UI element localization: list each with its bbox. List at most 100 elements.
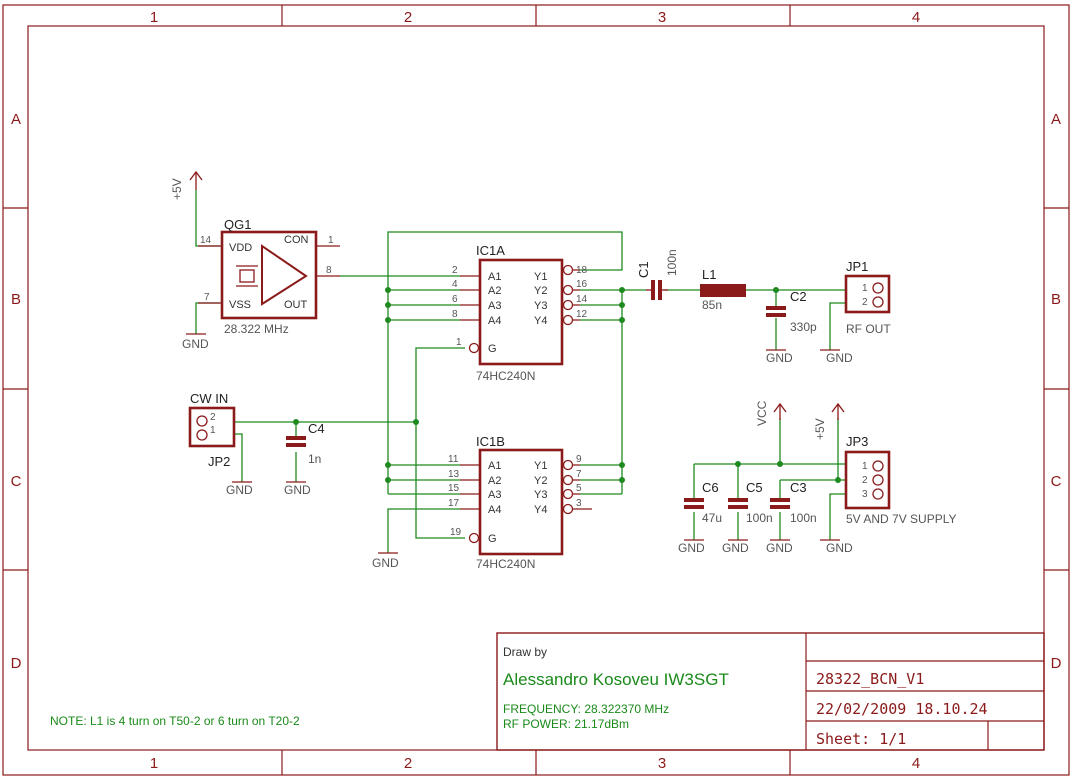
svg-text:5V AND 7V SUPPLY: 5V AND 7V SUPPLY: [846, 512, 957, 526]
svg-text:12: 12: [576, 309, 588, 320]
svg-text:JP3: JP3: [846, 434, 868, 449]
frequency-text: FREQUENCY: 28.322370 MHz: [503, 702, 669, 716]
svg-text:1: 1: [210, 425, 216, 436]
svg-text:+5V: +5V: [813, 418, 827, 440]
svg-text:1: 1: [862, 461, 868, 472]
draw-by-label: Draw by: [503, 645, 547, 659]
svg-text:L1: L1: [702, 267, 716, 282]
row-label: C: [11, 473, 22, 490]
svg-text:330p: 330p: [790, 320, 817, 334]
col-label: 4: [912, 9, 920, 26]
svg-text:GND: GND: [766, 541, 793, 555]
svg-text:A2: A2: [488, 475, 501, 487]
svg-text:16: 16: [576, 279, 588, 290]
power-5v-qg1: +5V: [170, 170, 203, 200]
connector-jp2: 2 1 CW IN JP2: [188, 391, 236, 469]
capacitor-c2: C2 330p: [766, 289, 817, 334]
col-label: 1: [150, 755, 158, 772]
svg-text:A1: A1: [488, 460, 501, 472]
svg-text:100n: 100n: [746, 511, 773, 525]
svg-text:100n: 100n: [790, 511, 817, 525]
title-block: Draw by Alessandro Kosoveu IW3SGT FREQUE…: [496, 632, 1045, 751]
frame-column-labels: 1 2 3 4 1 2 3 4: [150, 9, 920, 772]
svg-text:15: 15: [448, 483, 460, 494]
svg-text:19: 19: [450, 527, 462, 538]
col-label: 2: [404, 9, 412, 26]
svg-text:2: 2: [452, 265, 458, 276]
power-vcc: VCC: [755, 400, 787, 426]
svg-text:1n: 1n: [308, 452, 321, 466]
wires: [195, 190, 846, 553]
row-label: C: [1051, 473, 1062, 490]
svg-text:GND: GND: [826, 541, 853, 555]
junctions: [293, 287, 841, 483]
svg-text:IC1B: IC1B: [476, 434, 505, 449]
svg-text:GND: GND: [722, 541, 749, 555]
svg-text:VCC: VCC: [755, 400, 769, 426]
svg-text:Y1: Y1: [534, 460, 547, 472]
svg-text:17: 17: [448, 498, 460, 509]
sheet-number: Sheet: 1/1: [816, 730, 906, 748]
ic-ic1b: IC1B 74HC240N A1 A2 A3 A4 G Y1 Y2 Y3 Y4 …: [448, 434, 592, 571]
rf-power-text: RF POWER: 21.17dBm: [503, 717, 629, 731]
svg-text:QG1: QG1: [224, 217, 251, 232]
svg-text:A3: A3: [488, 300, 501, 312]
svg-text:OUT: OUT: [284, 299, 308, 311]
svg-text:A4: A4: [488, 504, 501, 516]
row-label: A: [11, 111, 21, 128]
svg-text:18: 18: [576, 265, 588, 276]
col-label: 3: [658, 755, 666, 772]
svg-text:C5: C5: [746, 480, 763, 495]
svg-text:GND: GND: [372, 556, 399, 570]
row-label: D: [1051, 655, 1062, 672]
svg-text:Y2: Y2: [534, 475, 547, 487]
col-label: 2: [404, 755, 412, 772]
frame-row-labels: A B C D A B C D: [11, 111, 1062, 672]
row-label: D: [11, 655, 22, 672]
svg-text:6: 6: [452, 294, 458, 305]
svg-text:7: 7: [204, 292, 210, 303]
col-label: 1: [150, 9, 158, 26]
svg-text:CON: CON: [284, 234, 309, 246]
svg-text:A4: A4: [488, 315, 501, 327]
svg-text:100n: 100n: [665, 249, 679, 276]
svg-text:VDD: VDD: [229, 242, 252, 254]
svg-text:14: 14: [200, 235, 212, 246]
svg-text:G: G: [488, 533, 497, 545]
svg-text:47u: 47u: [702, 511, 722, 525]
svg-text:C4: C4: [308, 421, 325, 436]
svg-text:IC1A: IC1A: [476, 243, 505, 258]
author-name: Alessandro Kosoveu IW3SGT: [503, 670, 729, 689]
svg-text:A2: A2: [488, 285, 501, 297]
power-5v-supply: +5V: [813, 402, 845, 440]
col-label: 4: [912, 755, 920, 772]
inductor-l1: L1 85n: [700, 267, 746, 312]
svg-text:+5V: +5V: [170, 178, 184, 200]
svg-text:C1: C1: [636, 261, 651, 278]
svg-text:G: G: [488, 343, 497, 355]
capacitor-c4: C4 1n: [286, 421, 325, 466]
drawing-name: 28322_BCN_V1: [816, 670, 924, 688]
svg-text:VSS: VSS: [229, 299, 251, 311]
row-label: B: [1051, 291, 1061, 308]
svg-text:A1: A1: [488, 271, 501, 283]
svg-text:GND: GND: [826, 351, 853, 365]
svg-text:4: 4: [452, 279, 458, 290]
svg-text:Y4: Y4: [534, 504, 547, 516]
oscillator-qg1: QG1 28.322 MHz VDD VSS CON OUT 14 7 1 8: [198, 217, 340, 336]
svg-text:13: 13: [448, 469, 460, 480]
svg-text:7: 7: [576, 469, 582, 480]
svg-text:RF OUT: RF OUT: [846, 322, 891, 336]
svg-text:GND: GND: [182, 337, 209, 351]
capacitor-c1: C1 100n: [636, 249, 679, 300]
ic-ic1a: IC1A 74HC240N A1 A2 A3 A4 G Y1 Y2 Y3 Y4 …: [452, 243, 588, 383]
svg-text:GND: GND: [766, 351, 793, 365]
svg-text:C6: C6: [702, 480, 719, 495]
svg-text:A3: A3: [488, 489, 501, 501]
svg-text:GND: GND: [226, 483, 253, 497]
svg-text:Y4: Y4: [534, 315, 547, 327]
row-label: B: [11, 291, 21, 308]
svg-text:Y3: Y3: [534, 489, 547, 501]
svg-text:28.322 MHz: 28.322 MHz: [224, 322, 289, 336]
svg-text:GND: GND: [284, 483, 311, 497]
